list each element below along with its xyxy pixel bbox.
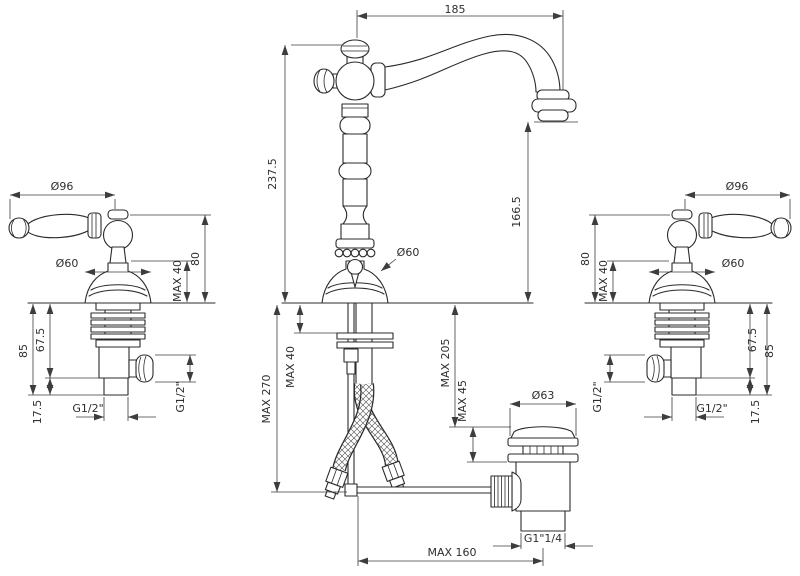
dim-waste-dia: Ø63 (532, 389, 555, 402)
dim-popup-reach-max160: MAX 160 (427, 546, 476, 559)
dimension-labels: 185 237.5 166.5 Ø60 Ø96 Ø60 80 MAX 40 85… (17, 3, 776, 559)
dim-right-thread-side: G1/2" (591, 381, 604, 412)
dim-waste-thread: G1"1/4 (524, 532, 562, 545)
dim-left-handle-dia: Ø96 (51, 180, 74, 193)
dim-center-max40: MAX 40 (284, 346, 297, 388)
dim-right-85: 85 (763, 344, 776, 358)
lever-handle (705, 213, 775, 239)
dim-rod-max205: MAX 205 (439, 338, 452, 387)
dim-right-handle-height: 80 (579, 252, 592, 266)
dim-left-85: 85 (17, 344, 30, 358)
dim-right-handle-dia: Ø96 (726, 180, 749, 193)
dim-right-bell-dia: Ø60 (722, 257, 745, 270)
dim-right-thread-bottom: G1/2" (696, 402, 727, 415)
dim-left-17-5: 17.5 (31, 400, 44, 425)
dim-outlet-height: 166.5 (510, 196, 523, 228)
dim-left-67-5: 67.5 (34, 328, 47, 353)
side-inlet-g12 (135, 354, 154, 383)
pop-up-lever-knob (346, 258, 364, 276)
dimension-lines (9, 10, 791, 566)
dim-right-17-5: 17.5 (749, 400, 762, 425)
dim-left-bell-dia: Ø60 (56, 257, 79, 270)
dim-right-67-5: 67.5 (746, 328, 759, 353)
dim-right-max40: MAX 40 (597, 260, 610, 302)
center-spout-column (313, 33, 577, 500)
dim-waste-max45: MAX 45 (456, 380, 469, 422)
dim-left-max40: MAX 40 (171, 260, 184, 302)
right-handle-valve (646, 209, 792, 396)
pop-up-waste-drain (490, 426, 579, 532)
lever-handle (25, 213, 95, 239)
dim-total-height: 237.5 (266, 158, 279, 190)
dim-left-thread-side: G1/2" (174, 381, 187, 412)
dim-left-handle-height: 80 (189, 252, 202, 266)
dim-column-base-dia: Ø60 (397, 246, 420, 259)
left-handle-valve (8, 209, 154, 396)
dim-left-thread-bottom: G1/2" (72, 402, 103, 415)
dim-hose-max270: MAX 270 (260, 374, 273, 423)
pop-up-linkage-rod (349, 486, 494, 494)
side-inlet-g12 (646, 354, 665, 383)
swan-neck-spout (384, 33, 561, 93)
dim-spout-reach: 185 (445, 3, 466, 16)
hose-end-fitting (324, 466, 349, 500)
hose-end-fitting (381, 460, 406, 494)
spout-outlet (537, 109, 569, 122)
